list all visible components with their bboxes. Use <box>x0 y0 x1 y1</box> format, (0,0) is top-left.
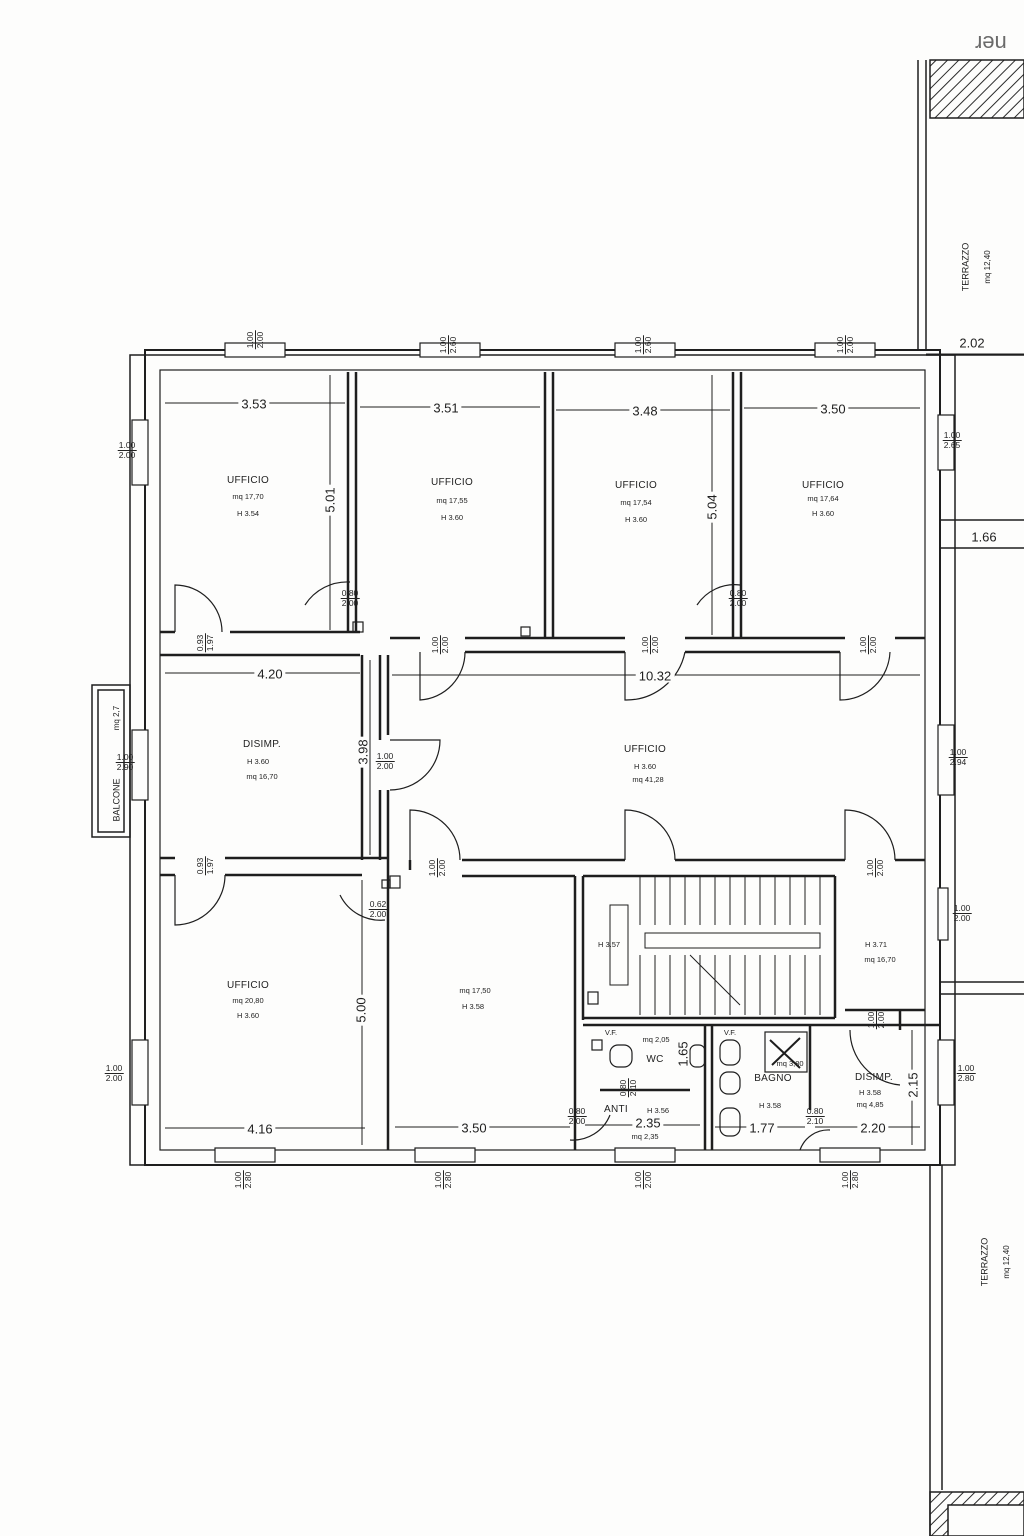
outer-walls <box>129 349 956 1166</box>
bathroom-fixtures <box>352 621 808 1137</box>
door-swings <box>174 581 901 1151</box>
balcony-and-terraces <box>91 59 1024 1536</box>
dimension-lines <box>165 353 1024 1145</box>
stairs <box>609 876 821 1015</box>
window-openings <box>131 342 955 1163</box>
interior-walls <box>160 372 940 1150</box>
